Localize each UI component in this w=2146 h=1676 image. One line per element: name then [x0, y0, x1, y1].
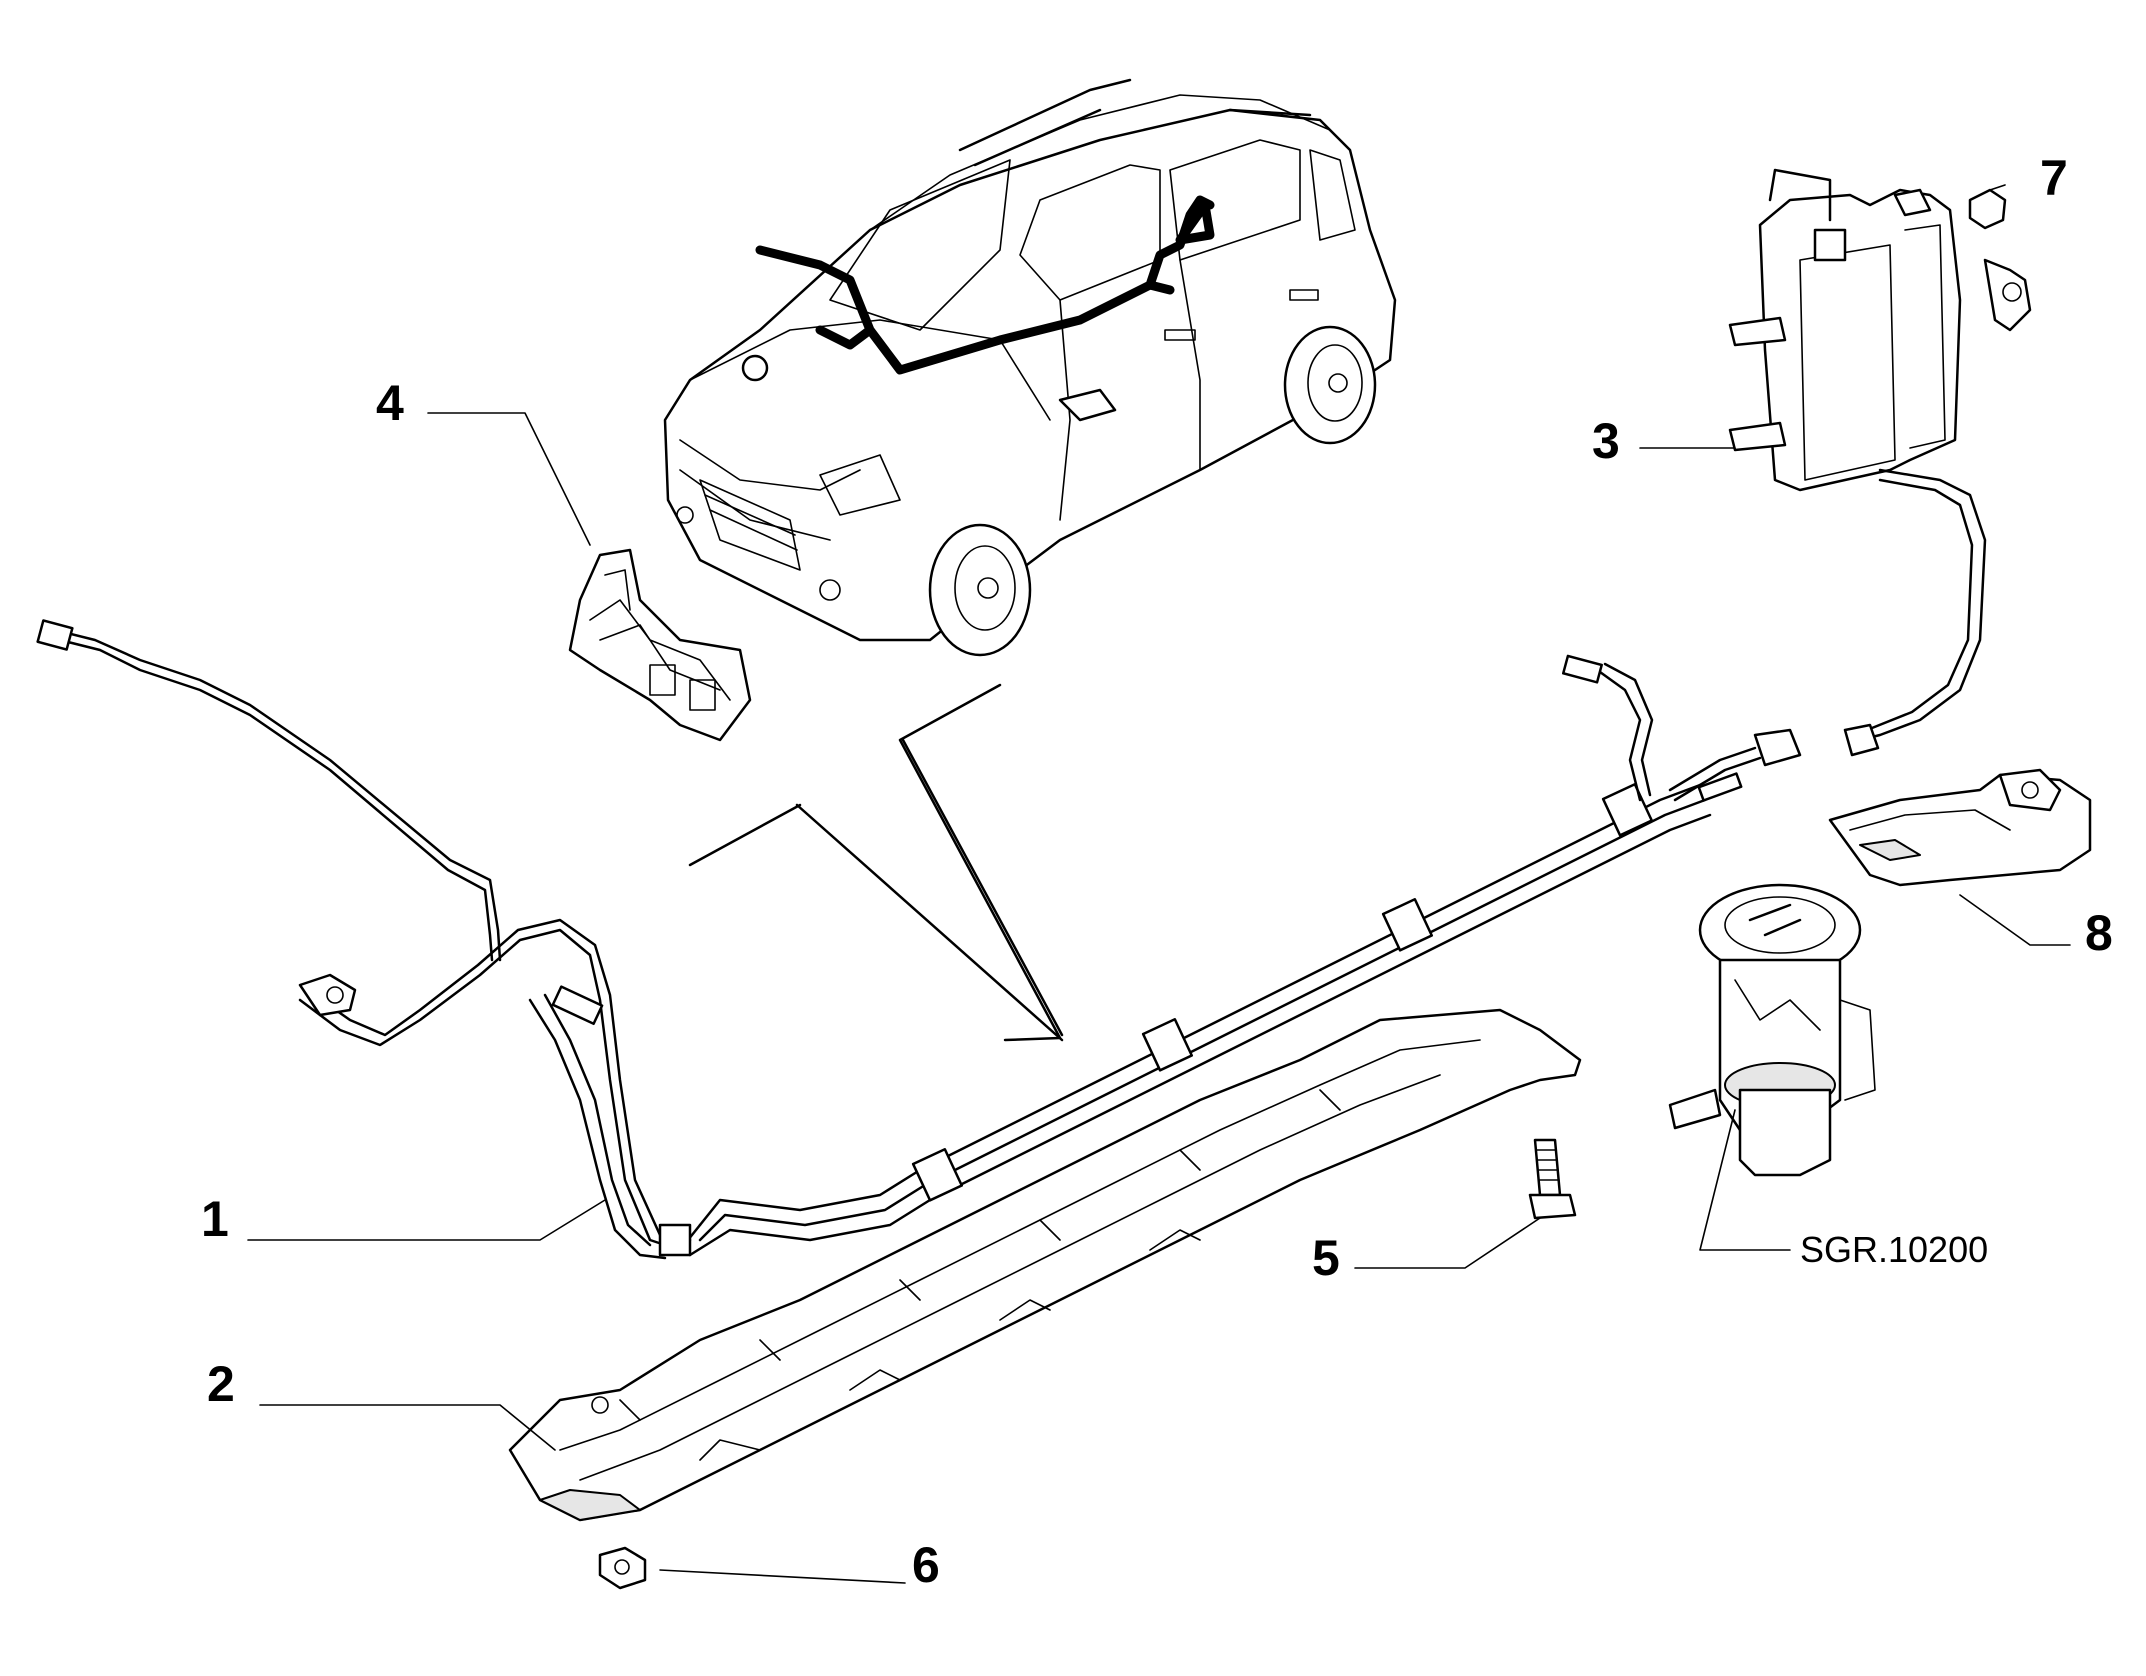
leader-1 — [247, 1199, 606, 1241]
callout-7: 7 — [2040, 150, 2068, 206]
car-front-wheel — [928, 523, 1032, 657]
part-8-bracket — [1828, 768, 2092, 887]
part-5-bolt — [1528, 1138, 1577, 1220]
leader-5 — [1354, 1217, 1541, 1269]
car-to-lines-pointer — [688, 683, 1062, 1042]
leader-7 — [1989, 184, 2006, 191]
leader-4 — [427, 412, 591, 546]
leader-6 — [659, 1569, 906, 1584]
callout-6: 6 — [912, 1537, 940, 1593]
leader-8 — [1959, 894, 2071, 946]
part-3-canister — [1728, 168, 1987, 757]
callout-8: 8 — [2085, 905, 2113, 961]
callout-1: 1 — [201, 1191, 229, 1247]
leader-2 — [259, 1404, 556, 1451]
callout-4: 4 — [376, 375, 404, 431]
callout-3: 3 — [1592, 413, 1620, 469]
callout-2: 2 — [207, 1356, 235, 1412]
leader-lines — [247, 184, 2071, 1584]
car-illustration — [663, 78, 1397, 657]
part-6-nut — [598, 1546, 647, 1590]
car-rear-wheel — [1283, 325, 1377, 445]
part-4-clip-bracket — [568, 548, 752, 742]
fuel-pump-assembly — [1668, 883, 1876, 1177]
part-7-nut-bracket — [1968, 188, 2032, 332]
part-1-fuel-lines — [36, 619, 1802, 1260]
leader-sgr — [1699, 1109, 1791, 1251]
part-2-underbody-shield — [508, 1008, 1582, 1522]
drawing-code: SGR.10200 — [1800, 1229, 1988, 1270]
callout-5: 5 — [1312, 1230, 1340, 1286]
